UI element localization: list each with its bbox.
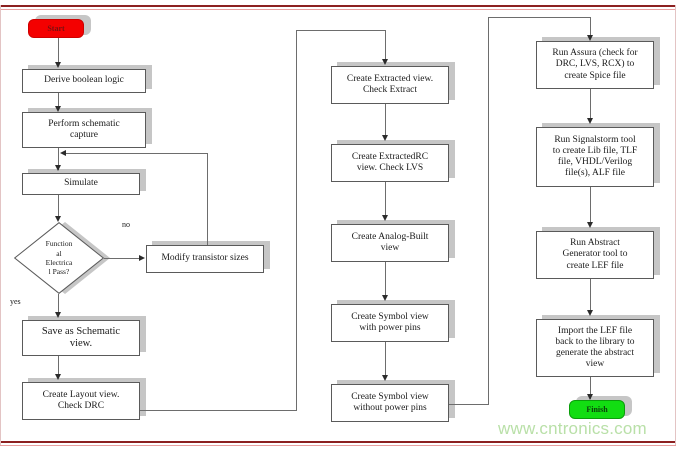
decision-functional-electrical-pass[interactable]: Function al Electrica l Pass? (14, 222, 104, 294)
arrow-into-finish (586, 394, 593, 400)
arrow-into-create-analog-built-view (381, 215, 388, 221)
connector-modify-feedback-vertical (207, 153, 208, 245)
connector-derive-to-schematic (58, 93, 59, 109)
node-create-extracted-view[interactable]: Create Extracted view. Check Extract (331, 66, 449, 104)
connector-modify-feedback-horizontal (64, 153, 208, 154)
arrow-feedback-into-simulate-path (60, 149, 66, 156)
arrow-into-create-extractedrc-view (381, 135, 388, 141)
edge-label-yes: yes (10, 297, 21, 306)
node-import-lef-file[interactable]: Import the LEF file back to the library … (536, 319, 654, 377)
watermark-cntronics: www.cntronics.com (498, 419, 647, 438)
connector-middle-to-right-horizontal (449, 404, 489, 405)
connector-middle-to-right-vertical (488, 17, 489, 405)
node-derive-boolean-logic[interactable]: Derive boolean logic (22, 69, 146, 93)
connector-abstract-generator-to-import-lef (590, 279, 591, 313)
finish-terminator[interactable]: Finish (569, 400, 625, 419)
arrow-into-create-symbol-with-power-pins (381, 295, 388, 301)
arrow-into-run-signalstorm (586, 118, 593, 124)
connector-analog-built-to-symbol-with (385, 262, 386, 298)
node-run-assura[interactable]: Run Assura (check for DRC, LVS, RCX) to … (536, 41, 654, 89)
decision-diamond-svg (14, 222, 104, 294)
connector-signalstorm-to-abstract-generator (590, 187, 591, 225)
connector-layout-to-middle-vertical (296, 30, 297, 411)
arrow-into-create-layout (54, 374, 61, 380)
start-terminator[interactable]: Start (28, 19, 84, 38)
page-edge-left (0, 5, 1, 445)
arrow-into-import-lef-file (586, 310, 593, 316)
connector-simulate-to-decision (58, 195, 59, 220)
connector-middle-entry-horizontal (296, 30, 386, 31)
node-create-extractedrc-view[interactable]: Create ExtractedRC view. Check LVS (331, 144, 449, 182)
connector-right-entry-horizontal (488, 17, 591, 18)
node-create-layout-view-check-drc[interactable]: Create Layout view. Check DRC (22, 382, 140, 420)
decision-label: Function al Electrica l Pass? (45, 239, 73, 277)
page-rule-top-light (0, 9, 676, 10)
node-create-symbol-view-with-power-pins[interactable]: Create Symbol view with power pins (331, 304, 449, 342)
edge-label-no: no (122, 220, 130, 229)
arrow-into-schematic-capture (54, 106, 61, 112)
page-rule-bottom-light (0, 445, 676, 446)
node-create-symbol-view-without-power-pins[interactable]: Create Symbol view without power pins (331, 384, 449, 422)
arrow-into-save-as-schematic (54, 312, 61, 318)
connector-right-entry-drop (590, 17, 591, 39)
connector-extracted-to-extractedrc (385, 104, 386, 138)
arrow-into-simulate (54, 165, 61, 171)
node-simulate[interactable]: Simulate (22, 173, 140, 195)
connector-symbol-with-to-symbol-without (385, 342, 386, 378)
connector-start-to-derive (58, 38, 59, 64)
connector-schematic-to-simulate (58, 148, 59, 170)
node-run-signalstorm[interactable]: Run Signalstorm tool to create Lib file,… (536, 127, 654, 187)
arrow-into-decision (54, 216, 61, 222)
arrow-into-modify-transistor-sizes (139, 254, 145, 261)
connector-extractedrc-to-analog-built (385, 182, 386, 218)
connector-assura-to-signalstorm (590, 89, 591, 121)
arrow-into-create-extracted-view (381, 59, 388, 65)
node-create-analog-built-view[interactable]: Create Analog-Built view (331, 224, 449, 262)
connector-decision-no (104, 258, 141, 259)
node-modify-transistor-sizes[interactable]: Modify transistor sizes (146, 245, 264, 273)
arrow-into-run-assura (586, 35, 593, 41)
page-rule-top (0, 5, 676, 7)
page-rule-bottom (0, 441, 676, 443)
arrow-into-derive (54, 62, 61, 68)
node-perform-schematic-capture[interactable]: Perform schematic capture (22, 112, 146, 148)
arrow-into-run-abstract-generator (586, 222, 593, 228)
connector-import-lef-to-finish (590, 377, 591, 399)
arrow-into-create-symbol-without-power-pins (381, 375, 388, 381)
connector-middle-entry-drop (385, 30, 386, 62)
connector-layout-to-middle-horizontal (140, 410, 297, 411)
connector-decision-yes (58, 294, 59, 316)
connector-save-to-layout (58, 356, 59, 378)
node-run-abstract-generator[interactable]: Run Abstract Generator tool to create LE… (536, 231, 654, 279)
node-save-as-schematic-view[interactable]: Save as Schematic view. (22, 320, 140, 356)
